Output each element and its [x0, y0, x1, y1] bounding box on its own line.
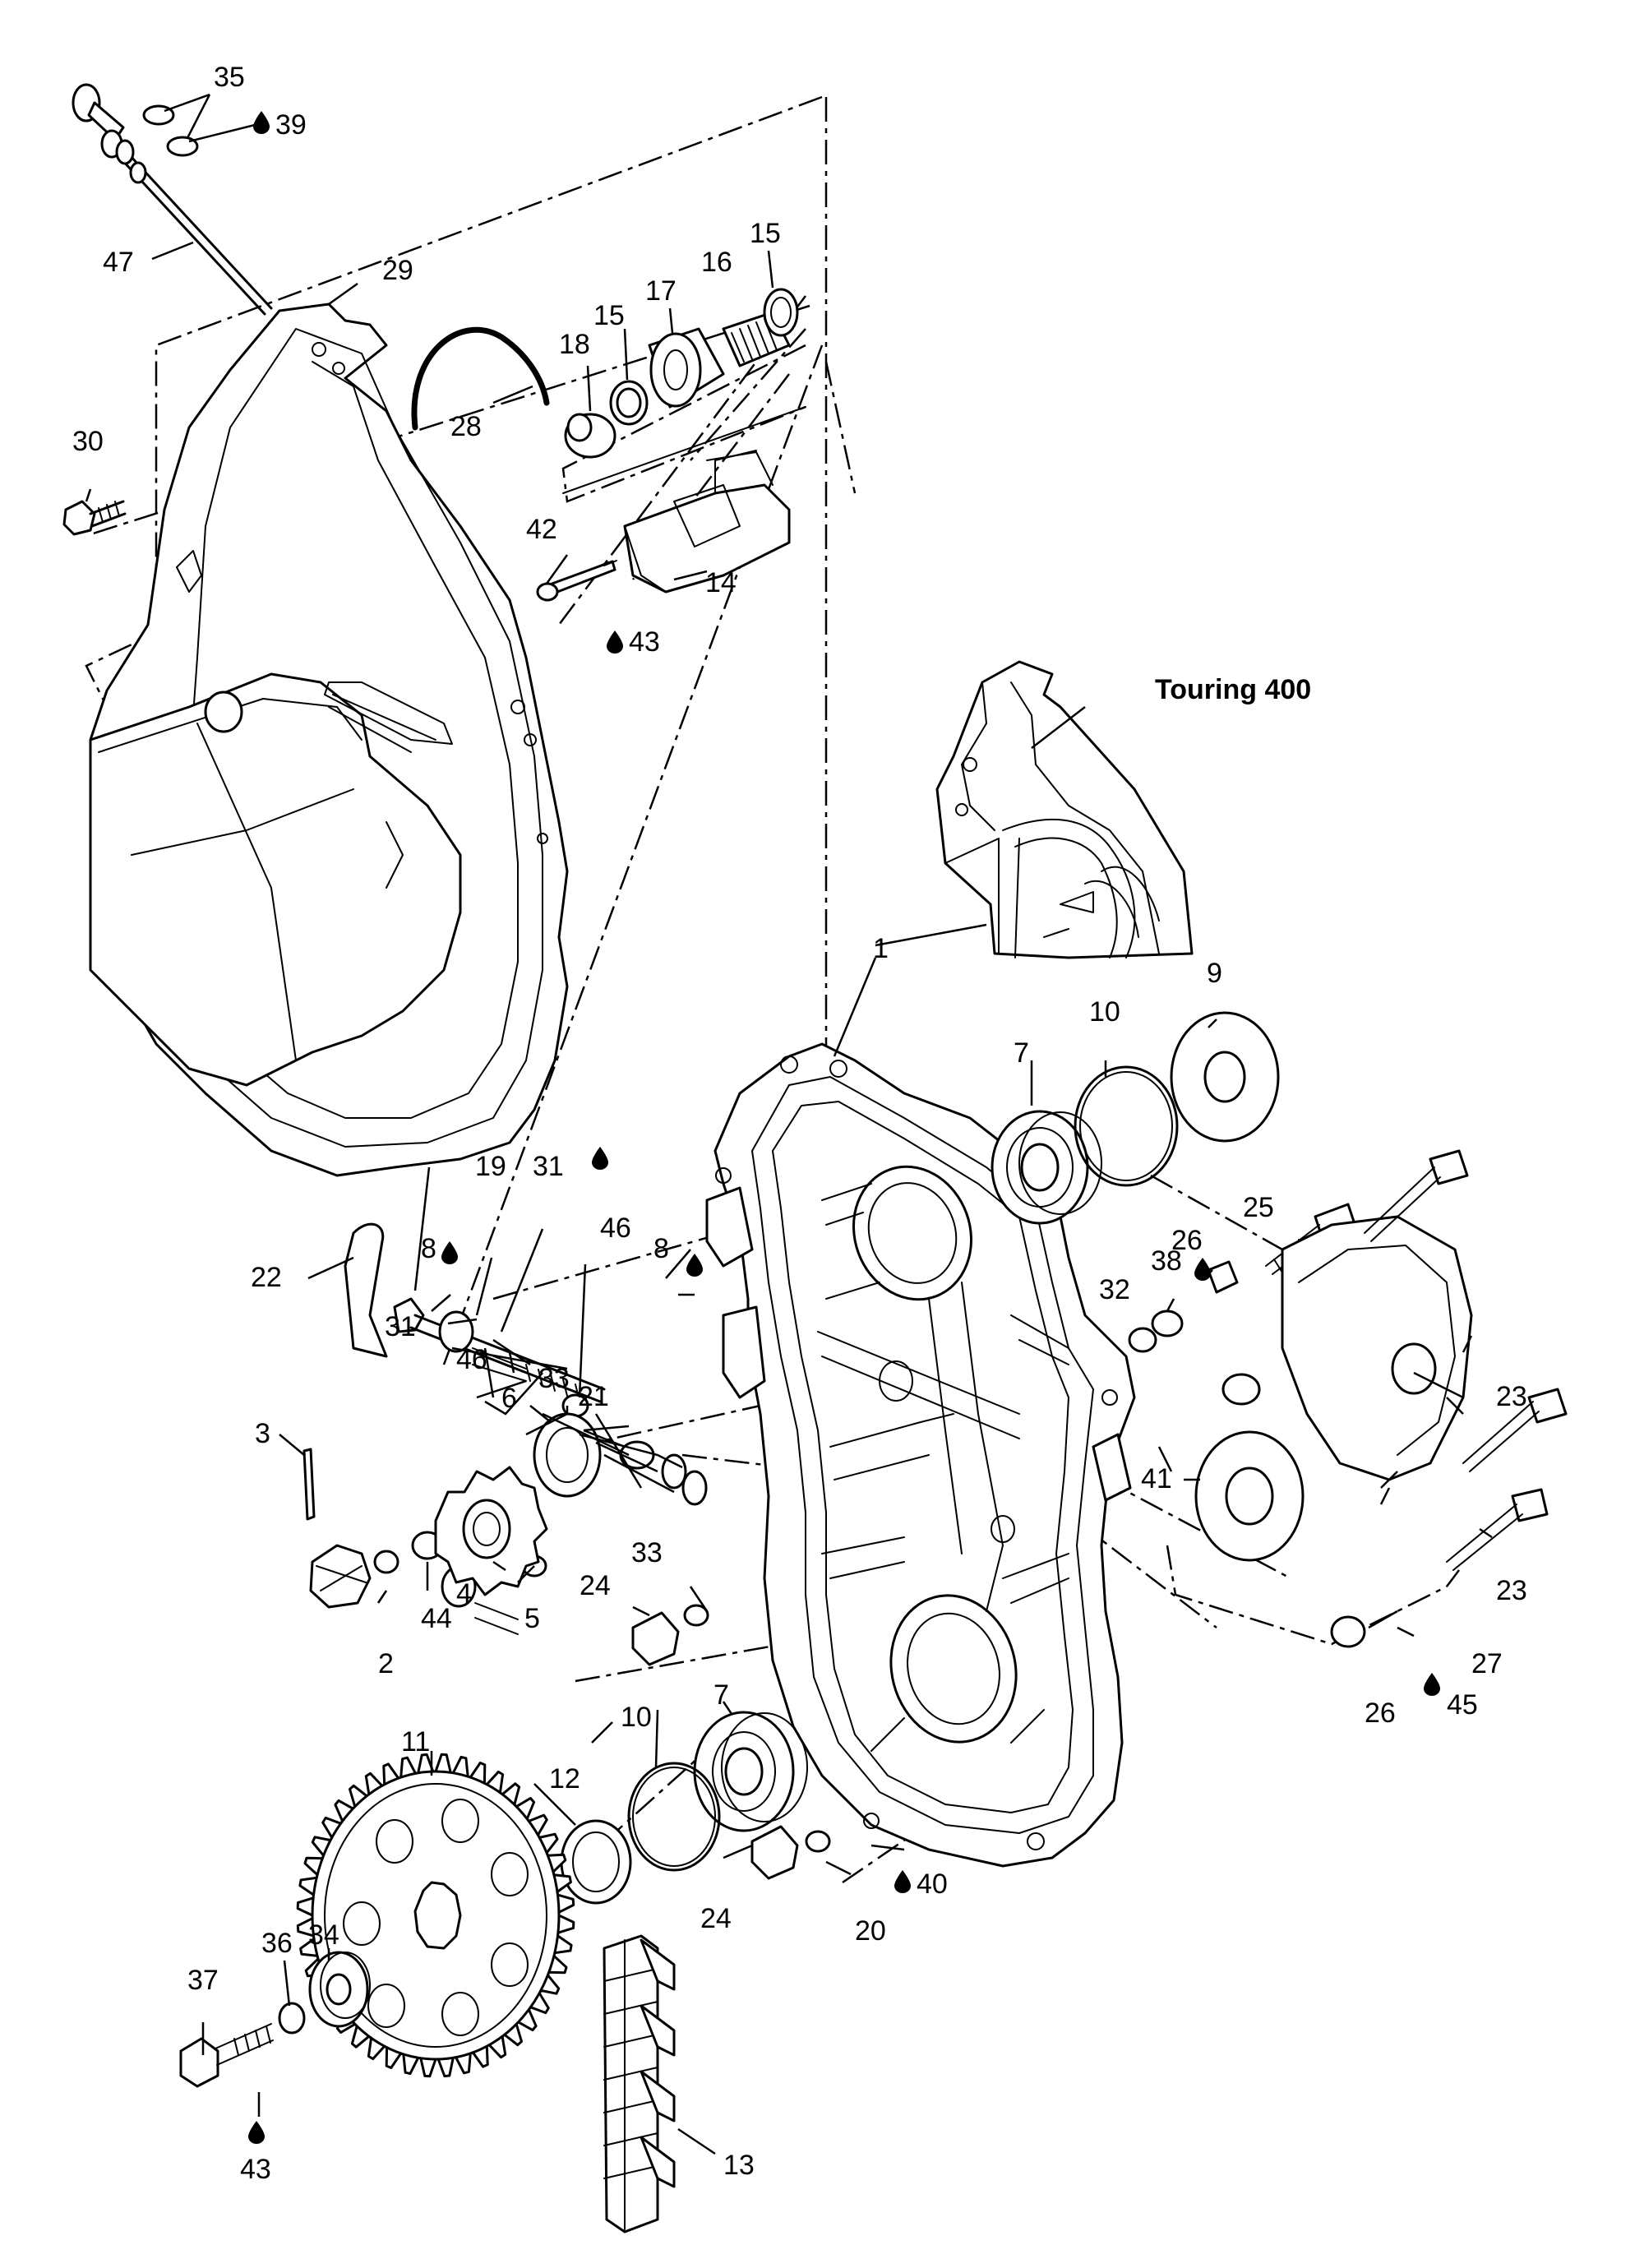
lubricant-drop-icon — [253, 111, 270, 134]
seal-28 — [411, 326, 550, 431]
callout-21: 21 — [578, 1381, 609, 1412]
lubricant-drop-icon — [248, 2121, 265, 2144]
callout-4: 4 — [456, 1578, 472, 1610]
callout-31-upper: 31 — [533, 1151, 564, 1182]
hairpin-clip-22 — [344, 1222, 388, 1358]
bearing-retainer-group — [1194, 1149, 1568, 1648]
callout-24-upper: 24 — [580, 1570, 611, 1601]
touring-variant-inset — [935, 660, 1194, 959]
callout-9: 9 — [1207, 958, 1222, 989]
lubricant-drop-icon — [894, 1870, 911, 1893]
lubricant-drop-icon — [607, 631, 623, 654]
lubricant-drop-icon — [441, 1241, 458, 1264]
callout-33-mid: 33 — [538, 1363, 570, 1394]
part-callouts: 1 2 3 4 5 6 7 7 8 8 9 10 10 11 12 13 14 … — [72, 62, 1527, 2185]
callout-20: 20 — [855, 1915, 886, 1947]
lubricant-drop-icon — [1424, 1673, 1440, 1696]
callout-27: 27 — [1471, 1648, 1503, 1679]
callout-8-right: 8 — [653, 1233, 669, 1264]
callout-29: 29 — [382, 255, 413, 286]
upper-bearing-group — [991, 1011, 1280, 1225]
callout-26-lower: 26 — [1365, 1698, 1396, 1729]
callout-38: 38 — [1151, 1245, 1182, 1277]
callout-3: 3 — [255, 1418, 270, 1449]
callout-16: 16 — [701, 247, 732, 278]
callout-39: 39 — [275, 109, 307, 141]
nut-24-upper — [631, 1604, 709, 1666]
cover-bolt-30 — [62, 500, 127, 536]
dipstick-pin — [72, 83, 273, 316]
callout-32: 32 — [1099, 1274, 1130, 1305]
lubricant-drop-icon — [686, 1254, 703, 1277]
callout-1: 1 — [873, 933, 889, 964]
callout-34: 34 — [308, 1919, 339, 1951]
drive-chain-13 — [603, 1934, 676, 2233]
callout-43-lower: 43 — [240, 2154, 271, 2185]
callout-46-upper: 46 — [600, 1213, 631, 1244]
callout-30: 30 — [72, 426, 104, 457]
callout-44: 44 — [421, 1603, 452, 1634]
callout-22: 22 — [251, 1262, 282, 1293]
callout-19: 19 — [475, 1151, 506, 1182]
callout-24-lower: 24 — [700, 1903, 732, 1934]
callout-25: 25 — [1243, 1192, 1274, 1223]
driven-gear-11 — [296, 1753, 575, 2078]
callout-17: 17 — [645, 275, 677, 307]
callout-13: 13 — [723, 2150, 755, 2181]
callout-23-upper: 23 — [1496, 1381, 1527, 1412]
lubricant-drop-icon — [1194, 1258, 1211, 1281]
callout-5: 5 — [524, 1603, 540, 1634]
callout-6: 6 — [501, 1383, 517, 1414]
callout-37: 37 — [187, 1965, 219, 1996]
callout-45: 45 — [1447, 1689, 1478, 1721]
gear-bolt-group — [179, 1951, 371, 2088]
callout-41: 41 — [1141, 1463, 1172, 1494]
callout-33-lower: 33 — [631, 1537, 663, 1568]
callout-47: 47 — [103, 247, 134, 278]
drive-sprocket-group — [302, 1412, 602, 1609]
callout-43-upper: 43 — [629, 626, 660, 658]
callout-23-lower: 23 — [1496, 1575, 1527, 1606]
callout-31-lower: 31 — [385, 1311, 416, 1342]
callout-35: 35 — [214, 62, 245, 93]
callout-18: 18 — [559, 329, 590, 360]
chaincase-cover — [89, 303, 569, 1177]
callout-28: 28 — [450, 411, 482, 442]
callout-46-lower: 46 — [456, 1344, 487, 1375]
callout-40: 40 — [917, 1868, 948, 1900]
callout-42: 42 — [526, 514, 557, 545]
lower-bearing-group — [560, 1711, 831, 1905]
callout-15-right: 15 — [750, 218, 781, 249]
lubricant-drop-icon — [592, 1147, 608, 1170]
tensioner-assembly — [536, 288, 806, 602]
callout-12: 12 — [549, 1763, 580, 1795]
chaincase-housing — [705, 1042, 1136, 1868]
callout-2: 2 — [378, 1648, 394, 1679]
callout-14: 14 — [705, 567, 737, 598]
callout-15-left: 15 — [593, 300, 625, 331]
callout-8-left: 8 — [421, 1233, 436, 1264]
callout-11: 11 — [401, 1726, 430, 1758]
callout-26-upper: 26 — [1171, 1225, 1203, 1256]
callout-10-upper: 10 — [1089, 996, 1120, 1028]
callout-7-lower: 7 — [713, 1679, 729, 1711]
variant-title: Touring 400 — [1155, 674, 1311, 705]
callout-7-upper: 7 — [1014, 1037, 1029, 1069]
callout-10-lower: 10 — [621, 1702, 652, 1733]
leader-lines — [85, 93, 1493, 2155]
callout-36: 36 — [261, 1928, 293, 1959]
